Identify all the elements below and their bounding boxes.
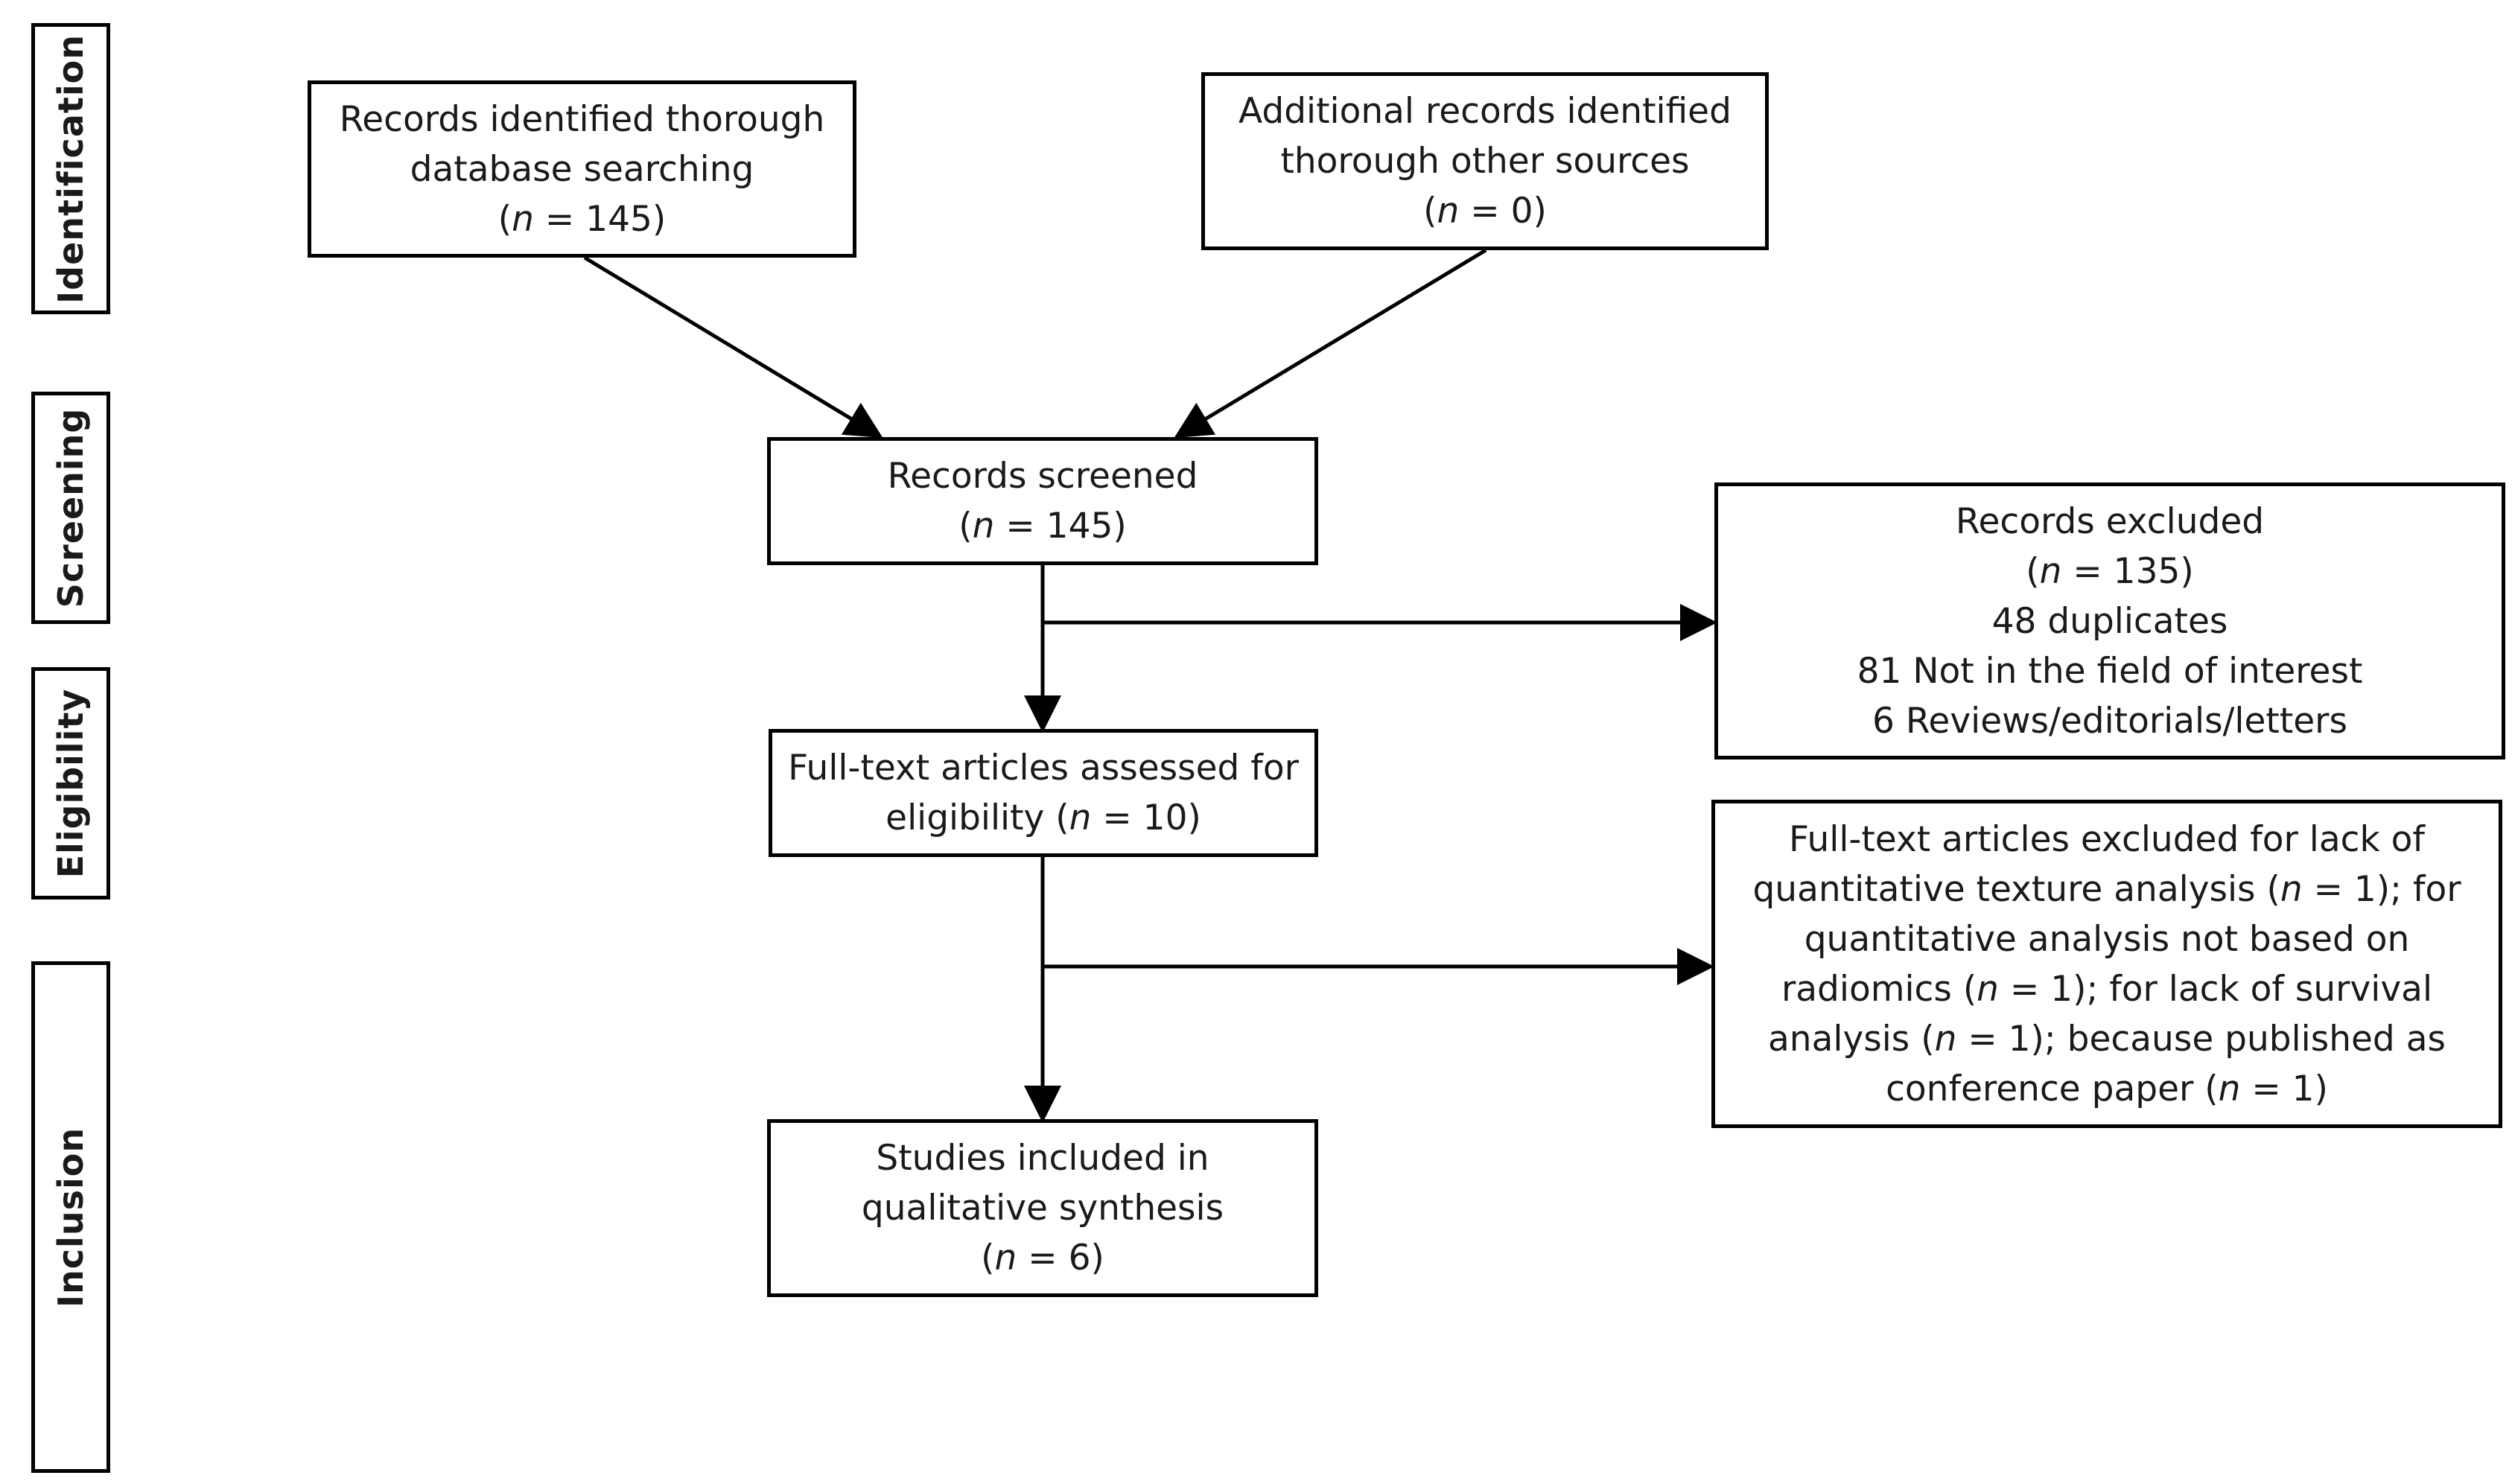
- arrow-other-to-screened: [1174, 248, 1487, 439]
- fulltext-excluded-l4: radiomics (n = 1); for lack of survival: [1781, 968, 2433, 1010]
- records-excluded-reason-field: 81 Not in the field of interest: [1857, 650, 2363, 692]
- stage-screening-label: Screening: [51, 407, 91, 608]
- stage-eligibility-label: Eligibility: [51, 688, 91, 879]
- records-screened-count: (n = 145): [958, 506, 1127, 547]
- database-records-line1: Records identified thorough: [339, 98, 825, 140]
- stage-inclusion-label: Inclusion: [51, 1127, 91, 1308]
- fulltext-excluded-l2: quantitative texture analysis (n = 1); f…: [1752, 868, 2461, 910]
- database-records-count: (n = 145): [497, 198, 667, 240]
- fulltext-assessed-box: Full-text articles assessed for eligibil…: [769, 729, 1318, 857]
- records-excluded-count: (n = 135): [2026, 550, 2194, 592]
- other-sources-box: Additional records identified thorough o…: [1201, 72, 1769, 250]
- arrow-database-to-screened: [583, 255, 883, 439]
- records-excluded-reason-reviews: 6 Reviews/editorials/letters: [1872, 700, 2347, 742]
- studies-included-line2: qualitative synthesis: [861, 1188, 1224, 1229]
- records-excluded-reason-duplicates: 48 duplicates: [1991, 600, 2228, 642]
- other-sources-count: (n = 0): [1423, 191, 1547, 232]
- stage-inclusion: Inclusion: [31, 961, 110, 1473]
- records-screened-line1: Records screened: [887, 456, 1198, 497]
- fulltext-excluded-l5: analysis (n = 1); because published as: [1768, 1018, 2446, 1060]
- other-sources-line2: thorough other sources: [1280, 141, 1690, 182]
- fulltext-excluded-l6: conference paper (n = 1): [1886, 1068, 2328, 1109]
- fulltext-excluded-l1: Full-text articles excluded for lack of: [1789, 818, 2425, 860]
- records-excluded-box: Records excluded (n = 135) 48 duplicates…: [1714, 483, 2505, 759]
- studies-included-count: (n = 6): [981, 1238, 1104, 1278]
- fulltext-assessed-line1: Full-text articles assessed for: [788, 748, 1299, 789]
- fulltext-excluded-box: Full-text articles excluded for lack of …: [1711, 800, 2502, 1128]
- stage-identification: Identification: [31, 23, 110, 314]
- stage-screening: Screening: [31, 392, 110, 624]
- studies-included-box: Studies included in qualitative synthesi…: [767, 1119, 1318, 1297]
- other-sources-line1: Additional records identified: [1238, 91, 1732, 132]
- studies-included-line1: Studies included in: [876, 1138, 1209, 1179]
- stage-identification-label: Identification: [51, 34, 91, 304]
- database-records-line2: database searching: [410, 148, 754, 190]
- records-excluded-line1: Records excluded: [1955, 500, 2265, 542]
- database-records-box: Records identified thorough database sea…: [308, 80, 856, 258]
- stage-eligibility: Eligibility: [31, 667, 110, 899]
- records-screened-box: Records screened (n = 145): [767, 437, 1318, 565]
- fulltext-excluded-l3: quantitative analysis not based on: [1804, 918, 2410, 960]
- fulltext-assessed-line2: eligibility (n = 10): [885, 797, 1201, 838]
